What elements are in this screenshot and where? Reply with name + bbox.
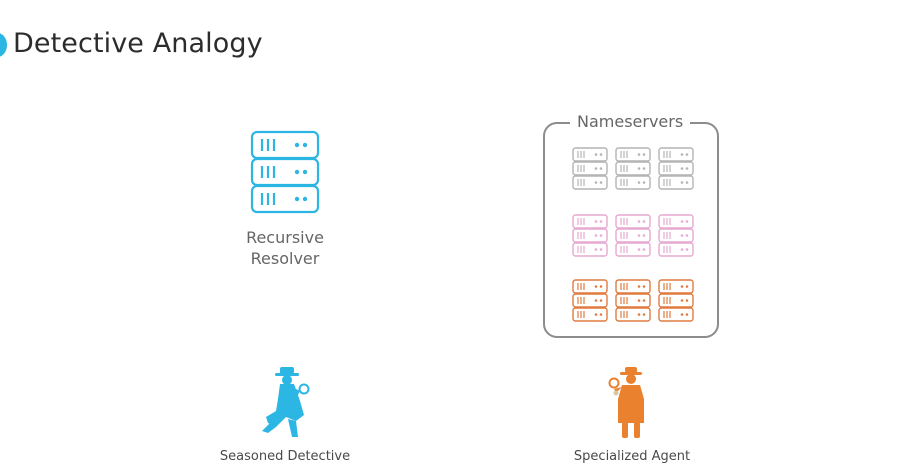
root-server-icon [572,147,608,195]
root-server-icon [658,147,694,195]
agent-icon [606,365,650,445]
authoritative-server-icon [658,279,694,327]
resolver-label-line1: Recursive [246,228,324,247]
authoritative-server-icon [615,279,651,327]
tld-server-icon [615,214,651,262]
server-rack-icon [250,130,320,220]
title-bullet [0,33,7,57]
tld-server-icon [658,214,694,262]
detective-caption: Seasoned Detective [219,449,351,464]
resolver-label: Recursive Resolver [225,227,345,269]
nameservers-label: Nameservers [570,112,691,132]
detective-icon [260,365,312,445]
authoritative-server-icon [572,279,608,327]
agent-caption: Specialized Agent [573,449,691,464]
tld-server-icon [572,214,608,262]
root-server-icon [615,147,651,195]
page-title: Detective Analogy [13,28,263,59]
resolver-label-line2: Resolver [250,249,320,268]
